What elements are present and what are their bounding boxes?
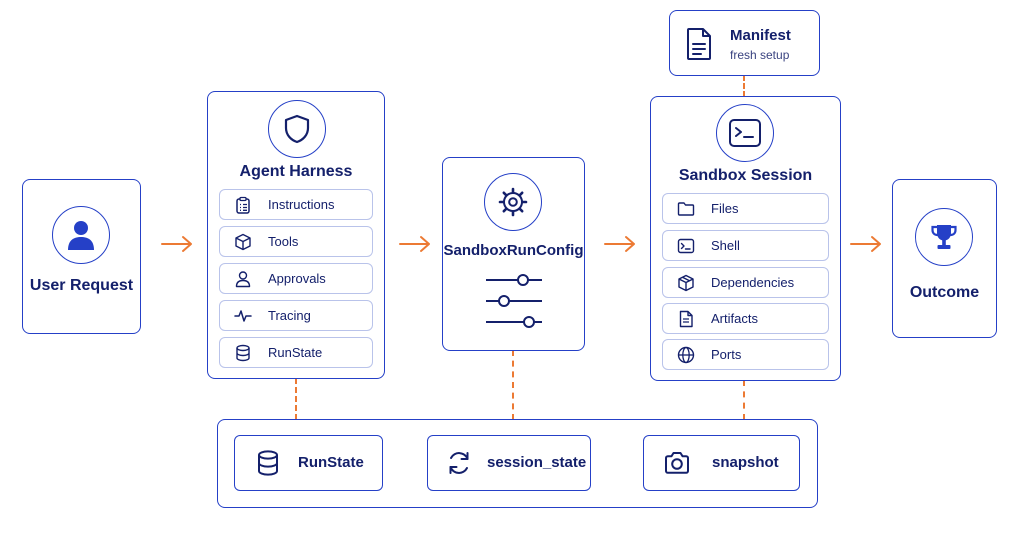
session-item-shell: Shell bbox=[662, 230, 829, 261]
sandbox-session-title: Sandbox Session bbox=[678, 167, 813, 184]
harness-item-label: Instructions bbox=[268, 197, 335, 212]
harness-item-label: Tracing bbox=[268, 308, 311, 323]
sandbox-run-config-title: SandboxRunConfig bbox=[443, 242, 584, 259]
harness-item-approvals: Approvals bbox=[219, 263, 373, 294]
document-icon bbox=[687, 28, 711, 60]
sandbox-run-config-card: SandboxRunConfig bbox=[442, 157, 585, 351]
connector-manifest-to-session bbox=[743, 75, 745, 97]
file-icon bbox=[679, 310, 693, 328]
session-item-label: Files bbox=[711, 201, 739, 216]
arrow-config-to-session bbox=[604, 236, 635, 252]
state-item-label: RunState bbox=[298, 454, 364, 471]
user-request-card: User Request bbox=[22, 179, 141, 334]
user-request-title: User Request bbox=[29, 277, 134, 294]
session-item-artifacts: Artifacts bbox=[662, 303, 829, 334]
harness-item-label: Approvals bbox=[268, 271, 326, 286]
connector-session-to-state bbox=[743, 380, 745, 420]
connector-harness-to-state bbox=[295, 378, 297, 420]
harness-item-label: RunState bbox=[268, 345, 323, 360]
harness-item-runstate: RunState bbox=[219, 337, 373, 368]
session-item-label: Ports bbox=[711, 347, 742, 362]
shield-icon bbox=[268, 100, 326, 158]
camera-icon bbox=[665, 452, 689, 474]
manifest-title: Manifest bbox=[730, 27, 791, 44]
user-icon bbox=[52, 206, 110, 264]
session-item-label: Artifacts bbox=[711, 311, 758, 326]
database-icon bbox=[258, 450, 278, 476]
harness-item-tracing: Tracing bbox=[219, 300, 373, 331]
session-item-dependencies: Dependencies bbox=[662, 267, 829, 298]
agent-harness-title: Agent Harness bbox=[239, 163, 353, 180]
database-icon bbox=[236, 344, 250, 362]
connector-config-to-state bbox=[512, 350, 514, 420]
session-item-files: Files bbox=[662, 193, 829, 224]
state-item-label: session_state bbox=[487, 454, 587, 471]
harness-item-label: Tools bbox=[268, 234, 299, 249]
pulse-icon bbox=[234, 310, 252, 322]
folder-icon bbox=[677, 202, 695, 216]
sandbox-session-card: Sandbox Session Files Shell Dependencies… bbox=[650, 96, 841, 381]
agent-harness-card: Agent Harness Instructions Tools Approva… bbox=[207, 91, 385, 379]
cube-icon bbox=[235, 233, 251, 251]
arrow-session-to-outcome bbox=[850, 236, 881, 252]
outcome-card: Outcome bbox=[892, 179, 997, 338]
person-icon bbox=[235, 271, 251, 288]
clipboard-list-icon bbox=[236, 196, 250, 214]
session-item-ports: Ports bbox=[662, 339, 829, 370]
harness-item-tools: Tools bbox=[219, 226, 373, 257]
terminal-icon bbox=[677, 238, 695, 254]
arrow-request-to-harness bbox=[161, 236, 192, 252]
state-item-label: snapshot bbox=[712, 454, 779, 471]
package-icon bbox=[678, 274, 694, 292]
session-item-label: Shell bbox=[711, 238, 740, 253]
arrow-harness-to-config bbox=[399, 236, 430, 252]
sliders-icon bbox=[486, 274, 542, 328]
state-item-snapshot: snapshot bbox=[643, 435, 800, 491]
refresh-icon bbox=[449, 452, 469, 474]
globe-icon bbox=[677, 346, 695, 364]
session-item-label: Dependencies bbox=[711, 275, 795, 290]
state-item-session-state: session_state bbox=[427, 435, 591, 491]
manifest-card: Manifest fresh setup bbox=[669, 10, 820, 76]
terminal-icon bbox=[716, 104, 774, 162]
outcome-title: Outcome bbox=[909, 284, 980, 301]
state-item-runstate: RunState bbox=[234, 435, 383, 491]
harness-item-instructions: Instructions bbox=[219, 189, 373, 220]
gear-icon bbox=[484, 173, 542, 231]
manifest-subtitle: fresh setup bbox=[730, 48, 790, 62]
trophy-icon bbox=[915, 208, 973, 266]
